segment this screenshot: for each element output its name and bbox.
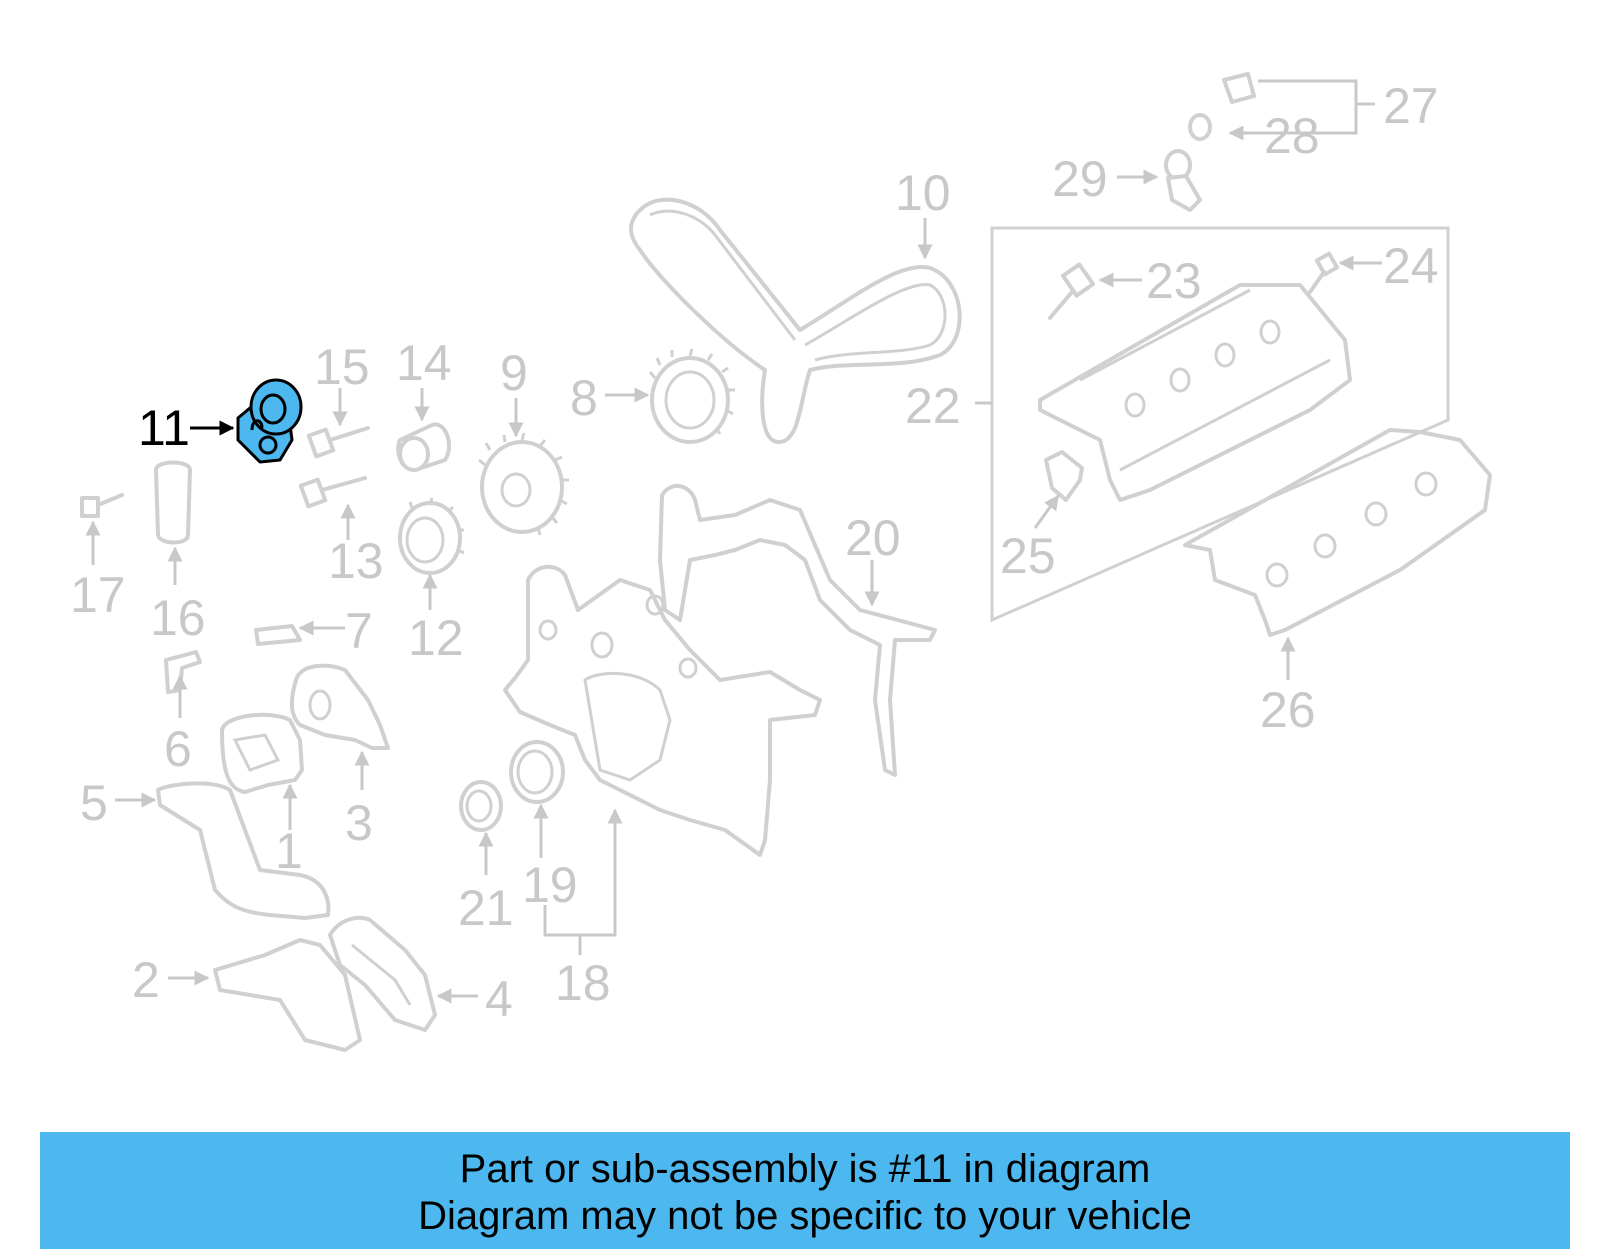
- callout-8[interactable]: 8: [570, 370, 598, 426]
- callout-16[interactable]: 16: [150, 590, 206, 646]
- part-25-bracket: [1044, 450, 1084, 502]
- part-19-seal: [509, 740, 565, 804]
- part-9-sprocket: [478, 432, 569, 536]
- part-7-bracket: [254, 624, 302, 646]
- callout-7[interactable]: 7: [345, 603, 373, 659]
- part-10-timing-belt: [629, 197, 962, 444]
- part-29-sensor: [1164, 149, 1202, 212]
- callout-18[interactable]: 18: [555, 955, 611, 1011]
- part-23-bolt: [1048, 262, 1096, 320]
- part-16-sleeve: [154, 460, 192, 545]
- callout-2[interactable]: 2: [132, 952, 160, 1008]
- callout-13[interactable]: 13: [328, 533, 384, 589]
- callout-6[interactable]: 6: [164, 721, 192, 777]
- callout-17[interactable]: 17: [70, 567, 126, 623]
- part-27-connector: [1222, 72, 1256, 104]
- callout-20[interactable]: 20: [845, 510, 901, 566]
- part-8-sprocket: [648, 348, 735, 444]
- callout-27[interactable]: 27: [1383, 78, 1439, 134]
- part-6-clip: [164, 650, 202, 694]
- part-4-cover: [328, 915, 437, 1032]
- part-1-cover: [220, 712, 304, 794]
- callout-1[interactable]: 1: [275, 823, 303, 879]
- part-13-bolt: [298, 476, 367, 509]
- banner-line-1: Part or sub-assembly is #11 in diagram: [459, 1147, 1151, 1191]
- callout-24[interactable]: 24: [1383, 238, 1439, 294]
- callout-25[interactable]: 25: [1000, 528, 1056, 584]
- callout-23[interactable]: 23: [1146, 253, 1202, 309]
- callout-19[interactable]: 19: [522, 857, 578, 913]
- callout-11[interactable]: 11: [138, 400, 190, 456]
- callout-3[interactable]: 3: [345, 795, 373, 851]
- callout-12[interactable]: 12: [408, 610, 464, 666]
- banner-line-2: Diagram may not be specific to your vehi…: [418, 1194, 1192, 1238]
- callout-5[interactable]: 5: [80, 775, 108, 831]
- part-3-cover: [289, 663, 390, 750]
- part-24-bolt: [1308, 251, 1340, 294]
- part-11-tensioner[interactable]: [236, 378, 303, 464]
- callout-28[interactable]: 28: [1264, 108, 1320, 164]
- callout-29[interactable]: 29: [1052, 151, 1108, 207]
- part-14-idler: [396, 422, 452, 472]
- part-5-cover: [156, 781, 331, 920]
- part-26-gasket: [1183, 428, 1492, 637]
- part-20-gasket: [658, 484, 937, 777]
- part-17-bolt: [80, 493, 124, 518]
- info-banner: Part or sub-assembly is #11 in diagram D…: [40, 1132, 1570, 1249]
- callout-14[interactable]: 14: [396, 335, 452, 391]
- callout-4[interactable]: 4: [485, 971, 513, 1027]
- callout-10[interactable]: 10: [895, 165, 951, 221]
- parts-diagram: 11 10 8 9 14 15 13: [70, 72, 1492, 1052]
- part-22-valve-cover-assembly: [990, 226, 1450, 623]
- part-21-seal: [459, 780, 503, 832]
- callout-21[interactable]: 21: [458, 880, 514, 936]
- callout-15[interactable]: 15: [314, 339, 370, 395]
- part-12-sprocket: [398, 497, 465, 575]
- callout-22[interactable]: 22: [905, 378, 961, 434]
- part-28-o-ring: [1188, 113, 1212, 141]
- part-18-front-cover: [503, 564, 822, 857]
- part-15-bolt: [306, 426, 370, 459]
- part-2-cover: [213, 938, 362, 1052]
- callout-9[interactable]: 9: [500, 345, 528, 401]
- callout-26[interactable]: 26: [1260, 682, 1316, 738]
